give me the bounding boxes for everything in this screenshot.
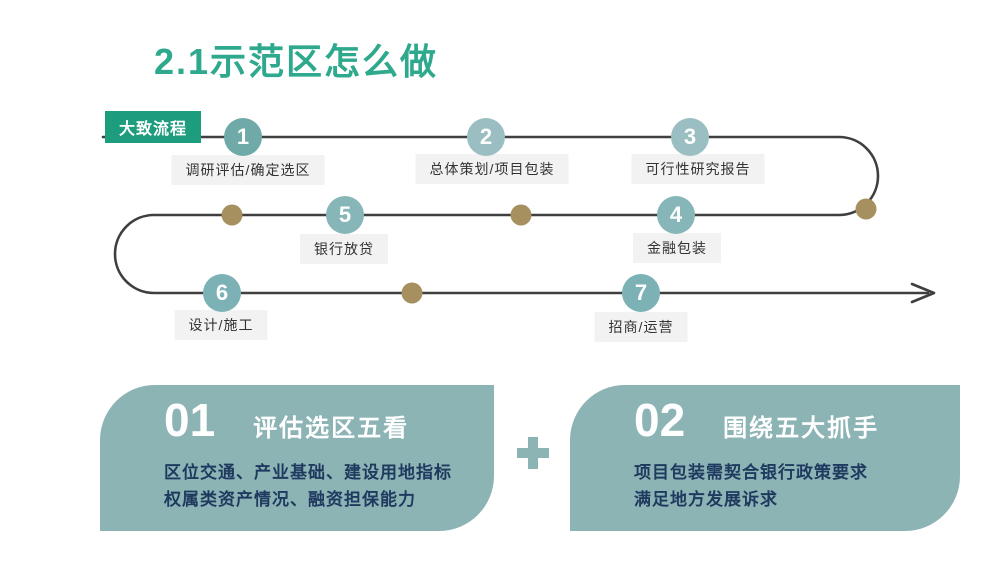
step-circle-2: 2 [467, 118, 505, 156]
step-circle-5: 5 [326, 196, 364, 234]
connector-dot [855, 198, 877, 220]
card-02-header: 02 围绕五大抓手 [634, 397, 960, 443]
card-02-line-1: 项目包装需契合银行政策要求 [634, 463, 868, 482]
card-02-body: 项目包装需契合银行政策要求 满足地方发展诉求 [634, 459, 960, 513]
card-02-title: 围绕五大抓手 [723, 415, 880, 442]
card-01-title: 评估选区五看 [253, 415, 410, 442]
card-01-body: 区位交通、产业基础、建设用地指标 权属类资产情况、融资担保能力 [164, 459, 494, 513]
step-label-1: 调研评估/确定选区 [171, 155, 325, 185]
snake-line [101, 135, 930, 295]
step-label-7: 招商/运营 [594, 312, 688, 342]
card-01-header: 01 评估选区五看 [164, 397, 494, 443]
card-01-line-2: 权属类资产情况、融资担保能力 [164, 490, 416, 509]
arrow-head-icon [910, 282, 936, 304]
step-label-3: 可行性研究报告 [631, 154, 765, 184]
page-title: 2.1示范区怎么做 [154, 41, 439, 82]
process-badge: 大致流程 [105, 111, 202, 143]
connector-dot [401, 282, 423, 304]
plus-icon [517, 437, 549, 469]
step-label-5: 银行放贷 [300, 234, 388, 264]
card-02: 02 围绕五大抓手 项目包装需契合银行政策要求 满足地方发展诉求 [570, 385, 960, 531]
step-circle-6: 6 [203, 274, 241, 312]
step-label-2: 总体策划/项目包装 [415, 154, 569, 184]
card-02-line-2: 满足地方发展诉求 [634, 490, 778, 509]
card-02-number: 02 [634, 394, 686, 446]
plus-icon-bar [528, 437, 538, 469]
step-label-6: 设计/施工 [174, 310, 268, 340]
connector-dot [221, 204, 243, 226]
step-circle-3: 3 [671, 118, 709, 156]
step-circle-4: 4 [657, 196, 695, 234]
card-01: 01 评估选区五看 区位交通、产业基础、建设用地指标 权属类资产情况、融资担保能… [100, 385, 494, 531]
card-01-line-1: 区位交通、产业基础、建设用地指标 [164, 463, 452, 482]
step-label-4: 金融包装 [633, 233, 721, 263]
step-circle-1: 1 [224, 118, 262, 156]
step-circle-7: 7 [622, 274, 660, 312]
connector-dot [510, 204, 532, 226]
card-01-number: 01 [164, 394, 216, 446]
